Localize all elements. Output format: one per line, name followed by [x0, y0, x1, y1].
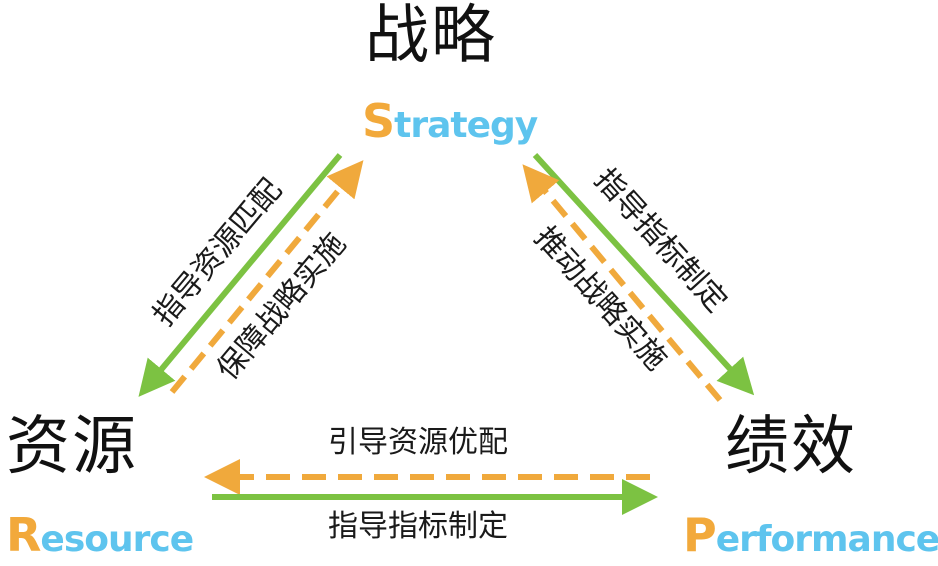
node-performance-rest: erformance — [715, 519, 938, 560]
node-resource-title: 资源 — [6, 410, 138, 484]
arrow-resource-to-strategy — [169, 160, 364, 394]
node-strategy-initial: S — [362, 94, 395, 148]
node-strategy-title: 战略 — [365, 0, 497, 73]
label-resource-to-performance: 指导指标制定 — [328, 509, 508, 544]
arrow-strategy-to-performance — [532, 152, 755, 396]
label-performance-to-resource: 引导资源优配 — [328, 425, 508, 460]
node-strategy-rest: trategy — [394, 105, 538, 146]
node-performance-label: Performance — [683, 512, 938, 558]
node-strategy-label: Strategy — [362, 98, 538, 146]
arrow-strategy-to-resource — [138, 153, 343, 397]
node-performance-initial: P — [683, 508, 717, 562]
arrow-performance-to-strategy — [522, 164, 723, 402]
node-resource-initial: R — [6, 508, 41, 562]
node-resource-label: Resource — [6, 512, 194, 560]
node-resource-rest: esource — [40, 519, 194, 560]
node-performance-title: 绩效 — [725, 410, 857, 484]
